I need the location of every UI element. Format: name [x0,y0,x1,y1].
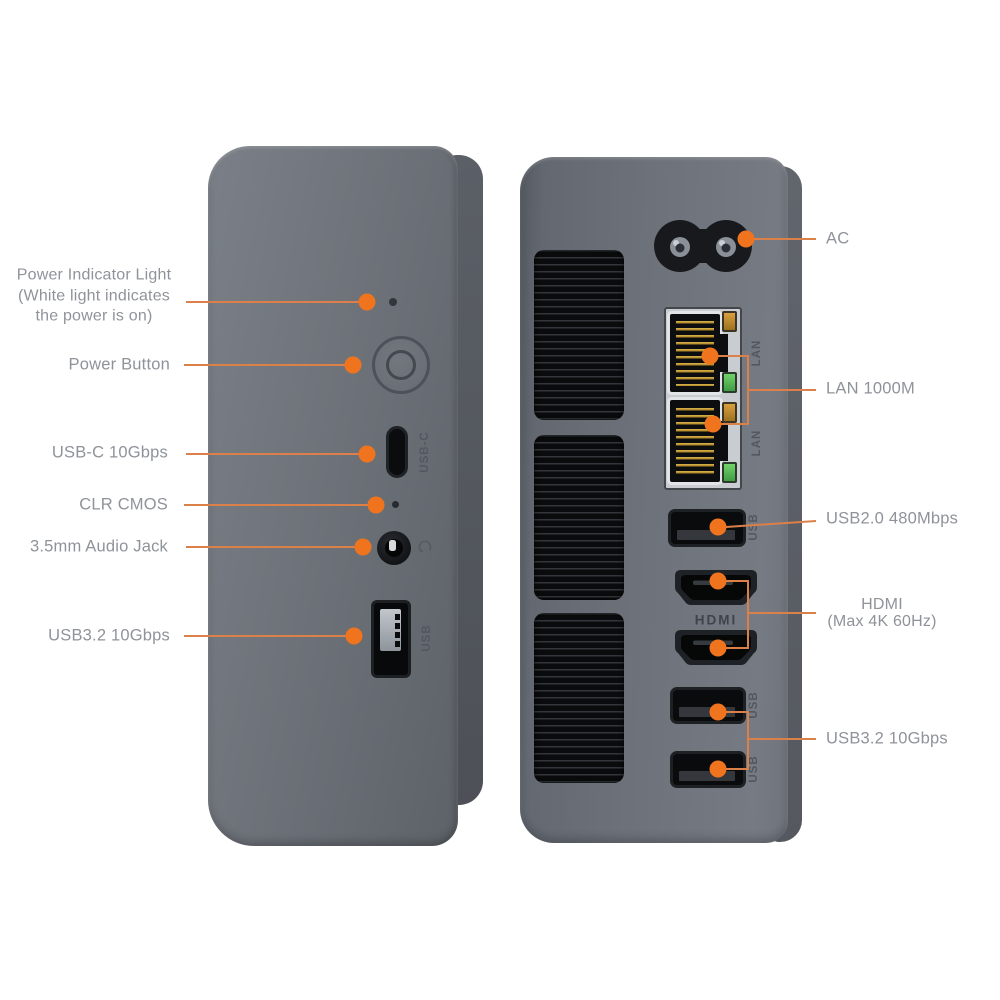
lan-led-green-2 [722,462,737,483]
power-button-ring [386,350,416,380]
lan-led-amber-1 [722,311,737,332]
usb-contact [395,632,400,638]
label-cmos: CLR CMOS [79,495,168,514]
front-device-body [208,146,458,846]
usb-a-port-front [371,600,411,678]
usb-32-port-2 [670,751,746,788]
hdmi-port-1 [675,570,757,605]
label-audio-jack: 3.5mm Audio Jack [29,537,168,556]
usb-contact [395,623,400,629]
label-usb2: USB2.0 480Mbps [826,509,959,528]
lan-port-1-pins [676,321,714,386]
usb-tongue [679,707,735,717]
label-ac: AC [826,229,850,248]
usb-c-engraving: USB-C [419,431,431,473]
label-usb32-front: USB3.2 10Gbps [48,626,170,645]
lan-engraving-2: LAN [751,429,763,457]
lan-port-2-pins [676,408,714,475]
clr-cmos-hole [392,501,399,508]
usb-32-port-1 [670,687,746,724]
usb-contact [395,614,400,620]
label-power-indicator: Power Indicator Light (White light indic… [16,266,172,325]
usb-tongue [677,530,735,540]
usb-2-port [668,509,746,547]
label-usb32-back: USB3.2 10Gbps [826,729,948,748]
label-lan: LAN 1000M [826,379,915,398]
usb-2-engraving: USB [748,513,760,541]
vent-grille-top [534,250,624,420]
label-power-button: Power Button [68,355,170,374]
vent-grille-bottom [534,613,624,783]
hdmi-port-2 [675,630,757,665]
lan-led-amber-2 [722,402,737,423]
lan-led-green-1 [722,372,737,393]
hdmi-engraving: HDMI [694,612,738,628]
lan-port-2-notch [720,421,728,461]
power-indicator-light [389,298,397,306]
label-usbc: USB-C 10Gbps [51,443,168,462]
vent-grille-middle [534,435,624,600]
lan-engraving-1: LAN [751,339,763,367]
ac-power-socket [654,220,752,272]
lan-port-1-notch [720,334,728,372]
label-hdmi: HDMI (Max 4K 60Hz) [827,596,937,630]
headphone-icon [418,540,432,554]
usb-32-engraving-1: USB [748,691,760,719]
usb-contact [395,641,400,647]
usb-engraving-front: USB [421,624,433,652]
audio-jack-highlight [389,540,396,551]
usb-tongue [679,771,735,781]
usb-c-port [386,426,408,478]
power-button [372,336,430,394]
usb-32-engraving-2: USB [748,755,760,783]
usb-tongue [380,609,401,651]
